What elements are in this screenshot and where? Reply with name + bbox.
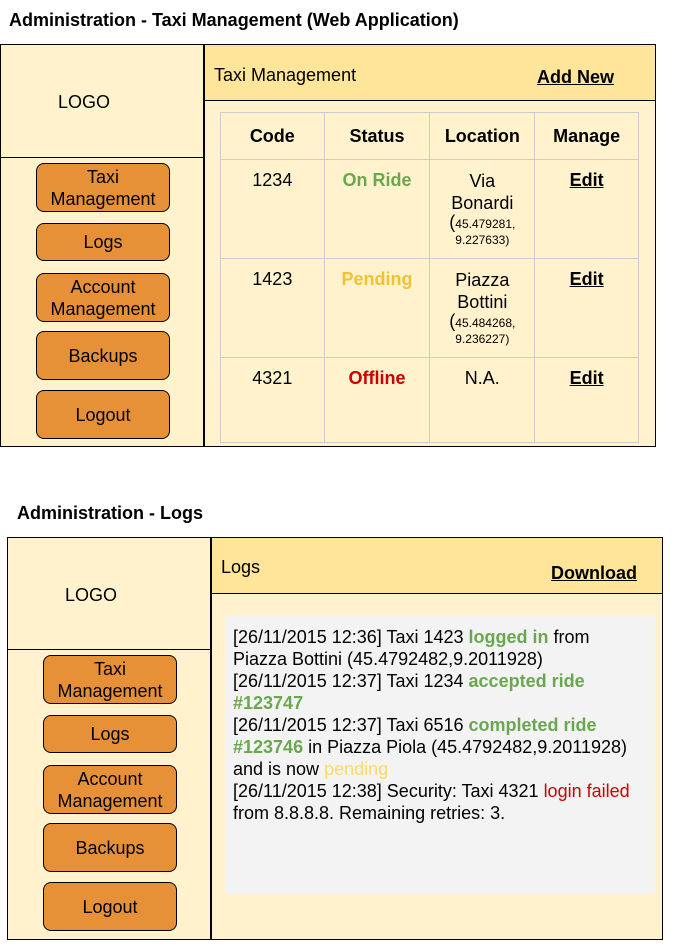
table-header-row: Code Status Location Manage (220, 112, 639, 160)
header-bar-1: Taxi Management Add New (204, 44, 656, 101)
col-header-status: Status (323, 112, 431, 160)
col-header-location: Location (429, 112, 536, 160)
taxi-code: 1234 (220, 159, 325, 259)
status-badge: Offline (348, 368, 406, 388)
log-event-accepted-ride: accepted ride #123747 (233, 671, 585, 713)
nav-logout[interactable]: Logout (43, 882, 177, 931)
edit-button[interactable]: Edit (569, 170, 604, 190)
logo: LOGO (58, 92, 111, 112)
page-title: Logs (221, 557, 261, 577)
col-header-code: Code (220, 112, 325, 160)
table-row: 1423 Pending Piazza Bottini (45.484268, … (220, 258, 639, 358)
taxi-code: 4321 (220, 357, 325, 443)
logo: LOGO (65, 585, 118, 605)
section1-heading: Administration - Taxi Management (Web Ap… (9, 10, 459, 30)
add-new-link[interactable]: Add New (537, 67, 615, 87)
log-output: [26/11/2015 12:36] Taxi 1423 logged in f… (225, 616, 655, 894)
log-event-completed-ride: completed ride #123746 (233, 715, 597, 757)
nav-taxi-management[interactable]: Taxi Management (43, 655, 177, 704)
location-coords: 45.484268, 9.236227) (455, 316, 516, 346)
col-header-manage: Manage (534, 112, 639, 160)
status-badge: On Ride (342, 170, 412, 190)
sidebar-1: LOGO Taxi Management Logs Account Manage… (0, 44, 204, 447)
status-badge: Pending (341, 269, 413, 289)
nav-account-management[interactable]: Account Management (36, 273, 170, 322)
location-name: N.A. (429, 357, 536, 443)
edit-button[interactable]: Edit (569, 269, 604, 289)
location-name: Via Bonardi (451, 171, 514, 213)
nav-logout[interactable]: Logout (36, 390, 170, 439)
download-link[interactable]: Download (551, 563, 637, 583)
page-title: Taxi Management (214, 65, 357, 85)
header-bar-2: Logs Download (211, 537, 663, 594)
log-status-pending: pending (324, 759, 389, 779)
location-name: Piazza Bottini (455, 270, 510, 312)
location-coords: 45.479281, 9.227633) (455, 217, 516, 247)
taxi-code: 1423 (220, 258, 325, 358)
table-row: 1234 On Ride Via Bonardi (45.479281, 9.2… (220, 159, 639, 259)
nav-taxi-management[interactable]: Taxi Management (36, 163, 170, 212)
taxi-table: Code Status Location Manage 1234 On Ride… (220, 112, 639, 443)
nav-logs[interactable]: Logs (43, 715, 177, 753)
table-row: 4321 Offline N.A. Edit (220, 357, 639, 443)
nav-account-management[interactable]: Account Management (43, 765, 177, 814)
sidebar-2: LOGO Taxi Management Logs Account Manage… (7, 537, 211, 940)
edit-button[interactable]: Edit (569, 368, 604, 388)
nav-backups[interactable]: Backups (43, 823, 177, 872)
nav-logs[interactable]: Logs (36, 223, 170, 261)
section2-heading: Administration - Logs (17, 503, 203, 523)
log-event-logged-in: logged in (468, 627, 549, 647)
log-event-login-failed: login failed (543, 781, 630, 801)
nav-backups[interactable]: Backups (36, 331, 170, 380)
